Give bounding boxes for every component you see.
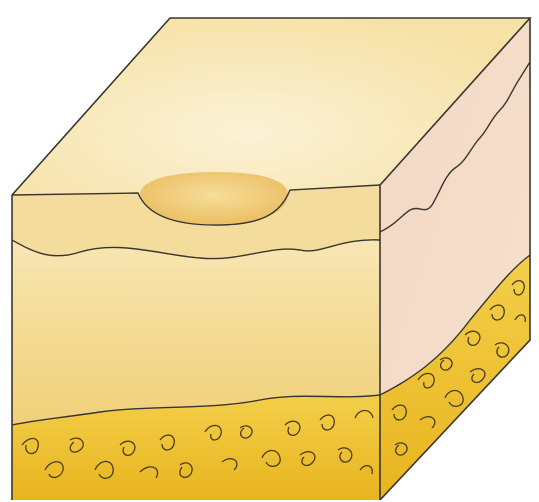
skin-cube-illustration [0, 0, 539, 502]
illustration-stage [0, 0, 539, 502]
